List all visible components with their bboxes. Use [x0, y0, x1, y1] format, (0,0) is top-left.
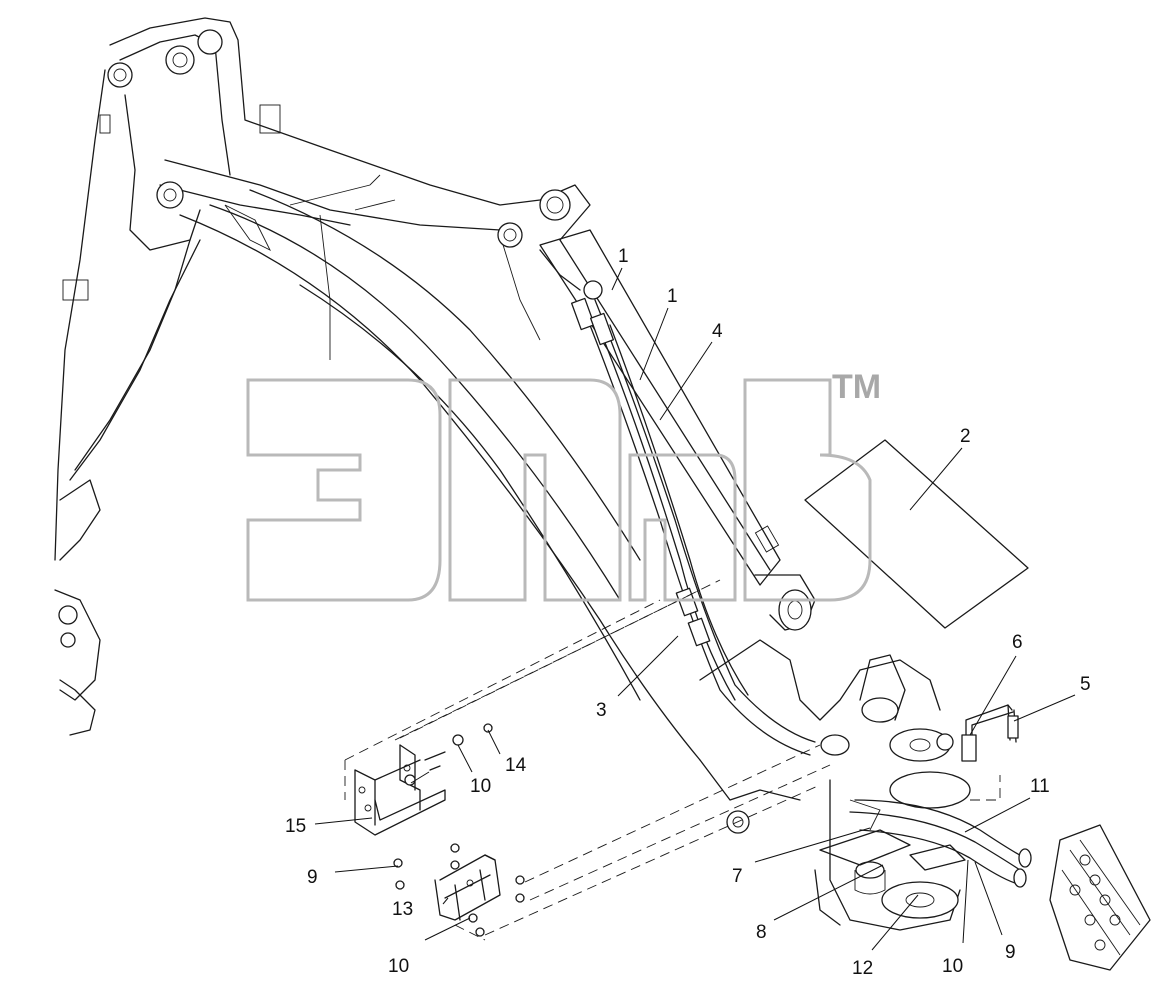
callout-6: 6 [1012, 632, 1023, 653]
callout-3: 3 [596, 700, 607, 721]
callout-12: 12 [852, 958, 873, 979]
u-bolt [961, 704, 1019, 762]
callout-5: 5 [1080, 674, 1091, 695]
callout-13: 13 [392, 899, 413, 920]
hydraulic-hoses [570, 280, 816, 756]
callout-leaders [314, 267, 1076, 951]
bracket-15 [354, 723, 493, 836]
boom-structure [54, 17, 701, 761]
callout-10b: 10 [388, 956, 409, 977]
watermark: TM [246, 368, 881, 602]
callout-9a: 9 [307, 867, 318, 888]
callout-15: 15 [285, 816, 306, 837]
hydraulic-tubes [849, 775, 1032, 888]
callout-7: 7 [732, 866, 743, 887]
callout-4: 4 [712, 321, 723, 342]
callout-2: 2 [960, 426, 971, 447]
bracket-13 [393, 843, 525, 937]
callout-9b: 9 [1005, 942, 1016, 963]
swing-bracket [699, 639, 971, 931]
callout-labels: 1 1 2 3 4 5 6 7 8 9 9 10 10 10 11 12 13 … [285, 246, 1091, 979]
callout-11: 11 [1030, 776, 1050, 797]
decal-sticker [804, 439, 1029, 629]
callout-1a: 1 [618, 246, 629, 267]
callout-1b: 1 [667, 286, 678, 307]
trademark-symbol: TM [832, 368, 881, 406]
callout-8: 8 [756, 922, 767, 943]
callout-10a: 10 [470, 776, 491, 797]
callout-14: 14 [505, 755, 527, 776]
callout-10c: 10 [942, 956, 963, 977]
control-valve [1049, 824, 1151, 971]
assembly-lines [344, 579, 831, 941]
